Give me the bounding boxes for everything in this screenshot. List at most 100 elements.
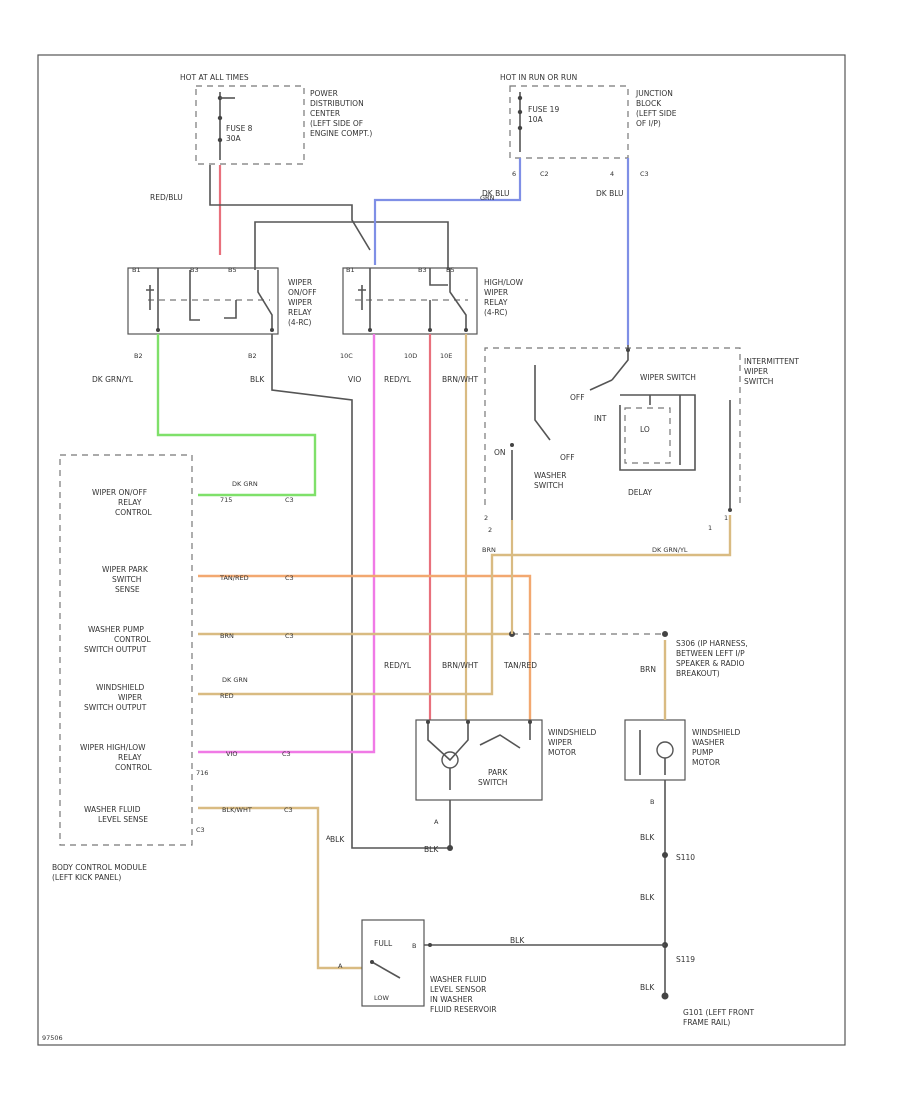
diagram-label: SWITCH	[744, 377, 773, 386]
diagram-label: ENGINE COMPT.)	[310, 129, 372, 138]
diagram-label: VIO	[348, 375, 361, 384]
diagram-label: 1	[708, 524, 712, 532]
diagram-label: SWITCH	[478, 778, 507, 787]
diagram-label: WIPER	[484, 288, 508, 297]
power-distribution-center: HOT AT ALL TIMES FUSE 8 30A POWER DISTRI…	[180, 73, 372, 165]
wire-vio	[198, 334, 376, 754]
connection-point	[510, 443, 514, 447]
diagram-label: CENTER	[310, 109, 340, 118]
diagram-label: BLK	[640, 833, 655, 842]
connection-point	[517, 95, 523, 101]
connection-point	[426, 720, 430, 724]
pdc-dashed-box	[195, 85, 305, 165]
connection-point	[517, 109, 523, 115]
diagram-label: WIPER	[548, 738, 572, 747]
diagram-label: OFF	[570, 393, 585, 402]
diagram-label: SPEAKER & RADIO	[676, 659, 745, 668]
connection-point	[466, 720, 470, 724]
diagram-label: CONTROL	[115, 763, 152, 772]
connection-point	[370, 960, 374, 964]
diagram-label: FRAME RAIL)	[683, 1018, 730, 1027]
diagram-label: B3	[190, 266, 199, 274]
windshield-washer-pump-motor: BRN WINDSHIELD WASHER PUMP MOTOR B S306 …	[624, 639, 748, 806]
diagram-label: B2	[134, 352, 143, 360]
wire-dk-blu-1	[373, 158, 522, 265]
diagram-label: 4	[610, 170, 614, 178]
diagram-label: C3	[284, 806, 293, 814]
diagram-label: 2	[488, 526, 492, 534]
diagram-label: RED/YL	[384, 375, 412, 384]
diagram-label: HIGH/LOW	[484, 278, 524, 287]
diagram-label: WASHER PUMP	[88, 625, 144, 634]
wire-relay-top-link	[254, 221, 449, 270]
diagram-label: WINDSHIELD	[96, 683, 145, 692]
diagram-label: CONTROL	[115, 508, 152, 517]
connection-point	[156, 328, 160, 332]
diagram-label: TAN/RED	[503, 661, 537, 670]
high-low-wiper-relay: B1 B3 B5 HIGH/LOW WIPER RELAY (4-RC)	[342, 266, 524, 335]
diagram-label: INTERMITTENT	[744, 357, 799, 366]
diagram-label: BRN/WHT	[442, 375, 479, 384]
diagram-label: BRN	[482, 546, 496, 554]
diagram-label: FUSE 19	[528, 105, 559, 114]
diagram-label: C2	[540, 170, 549, 178]
diagram-label: BLK	[424, 845, 439, 854]
diagram-label: PARK	[488, 768, 508, 777]
diagram-label: C3	[196, 826, 205, 834]
diagram-label: LEVEL SENSOR	[430, 985, 486, 994]
washer-fluid-level-sensor: FULL LOW BLK A B WASHER FLUID LEVEL SENS…	[338, 919, 665, 1014]
diagram-label: B3	[418, 266, 427, 274]
connection-point	[368, 328, 372, 332]
junction-block: HOT IN RUN OR RUN FUSE 19 10A JUNCTION B…	[500, 73, 677, 178]
diagram-label: SWITCH	[112, 575, 141, 584]
connection-point	[728, 508, 732, 512]
diagram-label: LOW	[374, 994, 390, 1002]
diagram-label: BREAKOUT)	[676, 669, 720, 678]
connection-point	[517, 125, 523, 131]
wiper-on-off-relay: B1 B3 B5 WIPER ON/OFF WIPER RELAY (4-RC)	[127, 266, 317, 335]
diagram-label: WASHER	[534, 471, 567, 480]
diagram-label: S119	[676, 955, 695, 964]
diagram-label: RED/YL	[384, 661, 412, 670]
diagram-label: BETWEEN LEFT I/P	[676, 649, 745, 658]
diagram-label: RELAY	[288, 308, 312, 317]
wire-segment	[619, 394, 696, 471]
diagram-label: BLK	[640, 983, 655, 992]
relay1-box	[127, 267, 279, 335]
diagram-label: S110	[676, 853, 695, 862]
diagram-label: WASHER	[692, 738, 725, 747]
diagram-label: RELAY	[118, 753, 142, 762]
diagram-label: WASHER FLUID	[84, 805, 141, 814]
jb-hot-label: HOT IN RUN OR RUN	[500, 73, 577, 82]
wire-segment	[534, 365, 551, 441]
diagram-label: FULL	[374, 939, 393, 948]
wire-segment	[358, 285, 366, 310]
diagram-label: B	[412, 942, 416, 950]
diagram-label: MOTOR	[548, 748, 576, 757]
diagram-label: DELAY	[628, 488, 652, 497]
wire-segment	[449, 268, 467, 330]
diagram-label: B1	[346, 266, 355, 274]
diagram-label: RED	[220, 692, 234, 700]
diagram-label: BLK	[510, 936, 525, 945]
diagram-label: 10C	[340, 352, 353, 360]
diagram-label: B	[650, 798, 654, 806]
level-sensor-box	[361, 919, 425, 1007]
wire-blk-wht	[198, 806, 362, 970]
connection-point	[626, 348, 630, 352]
figure-code: 97506	[42, 1034, 63, 1042]
diagram-label: LEVEL SENSE	[98, 815, 148, 824]
diagram-label: ON/OFF	[288, 288, 317, 297]
diagram-label: VIO	[226, 750, 237, 758]
diagram-label: 10D	[404, 352, 417, 360]
diagram-label: BRN	[640, 665, 656, 674]
wire-blk-1	[271, 334, 450, 849]
diagram-label: SWITCH OUTPUT	[84, 645, 147, 654]
diagram-border	[37, 54, 846, 1046]
diagram-label: A	[326, 834, 331, 842]
diagram-label: DK GRN	[222, 676, 248, 684]
connection-point	[217, 115, 223, 121]
connection-point	[464, 328, 468, 332]
wire-segment	[611, 345, 629, 381]
